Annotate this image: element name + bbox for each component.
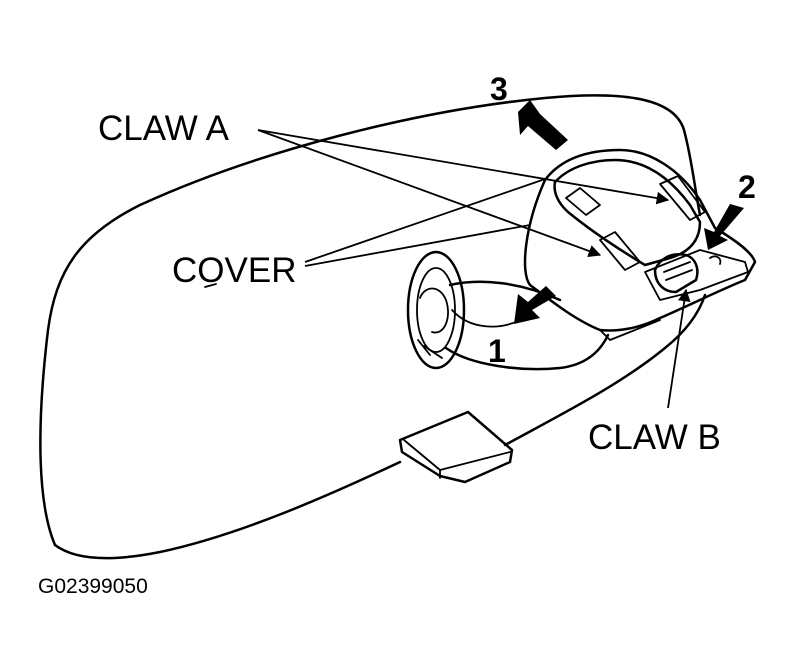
claw-a-leader-2 xyxy=(257,129,670,205)
leader-lines xyxy=(257,129,691,409)
claw-b-label: CLAW B xyxy=(588,418,721,457)
cover-leader-2 xyxy=(304,177,549,263)
step-1-label: 1 xyxy=(488,333,506,369)
claw-a-leader-1 xyxy=(257,129,602,258)
arrow-2-icon xyxy=(704,204,744,250)
arrow-3-icon xyxy=(518,100,568,150)
step-3-label: 3 xyxy=(490,71,508,107)
mirror-mount-stem xyxy=(406,250,610,371)
mirror-cover xyxy=(523,148,757,341)
claw-a-label: CLAW A xyxy=(98,109,230,148)
cover-leader-1 xyxy=(304,224,531,267)
arrow-1-icon xyxy=(514,286,556,324)
claw-b-leader xyxy=(667,288,691,409)
rearview-mirror-body xyxy=(39,94,707,560)
figure-code: G02399050 xyxy=(38,575,148,598)
cover-label: COVER xyxy=(172,251,296,290)
step-2-label: 2 xyxy=(738,169,756,205)
